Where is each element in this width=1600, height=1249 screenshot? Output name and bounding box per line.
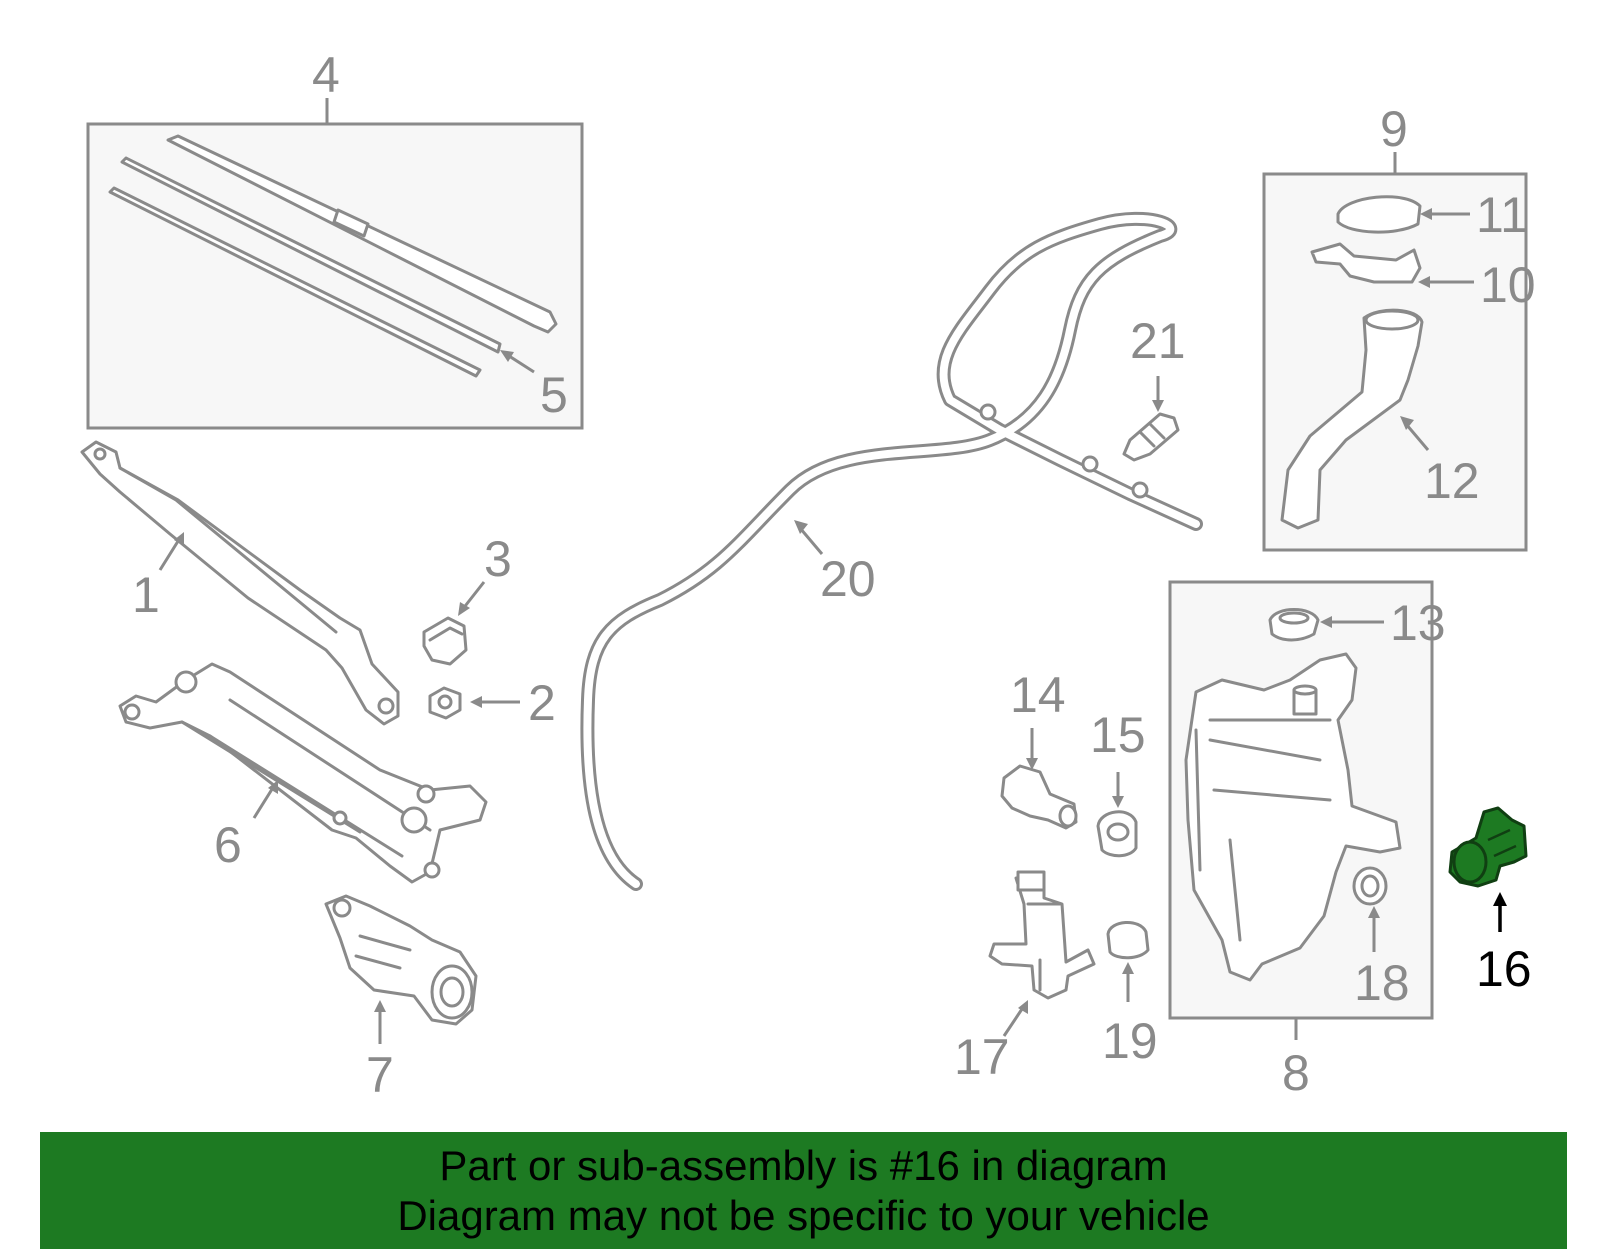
hose-grommet-group: 19 bbox=[1102, 921, 1158, 1069]
banner-part-note: Part or sub-assembly is #16 in diagram bbox=[439, 1142, 1168, 1189]
washer-pump[interactable] bbox=[988, 874, 1096, 1000]
washer-pump-group: 17 bbox=[954, 870, 1096, 1085]
washer-reservoir[interactable] bbox=[1184, 652, 1402, 982]
wiper-motor-group: 7 bbox=[324, 894, 478, 1103]
callout-21: 21 bbox=[1130, 313, 1186, 369]
callout-6: 6 bbox=[214, 817, 242, 873]
filler-neck-bracket[interactable] bbox=[1310, 242, 1422, 284]
callout-16: 16 bbox=[1476, 941, 1532, 997]
wiper-washer-parts-diagram: 4 5 1 3 2 6 bbox=[80, 47, 1536, 1103]
washer-grommet-group: 15 bbox=[1090, 707, 1146, 858]
wiper-blade-refill[interactable] bbox=[120, 156, 502, 354]
callout-8: 8 bbox=[1282, 1045, 1310, 1101]
wiper-linkage-group: 6 bbox=[118, 662, 488, 884]
washer-reservoir-group: 8 13 18 bbox=[1168, 580, 1446, 1101]
callout-20: 20 bbox=[820, 551, 876, 607]
washer-tank-cap[interactable] bbox=[1336, 195, 1422, 234]
washer-hose-group: 20 bbox=[580, 211, 1203, 891]
callout-12: 12 bbox=[1424, 453, 1480, 509]
hose-clip[interactable] bbox=[1122, 412, 1180, 462]
banner-disclaimer: Diagram may not be specific to your vehi… bbox=[397, 1192, 1210, 1239]
wiper-blade-kit-group: 4 5 bbox=[86, 47, 584, 430]
callout-17: 17 bbox=[954, 1029, 1010, 1085]
hose-grommet[interactable] bbox=[1106, 921, 1150, 960]
callout-11: 11 bbox=[1476, 187, 1528, 243]
callout-19: 19 bbox=[1102, 1013, 1158, 1069]
callout-7: 7 bbox=[366, 1047, 394, 1103]
washer-hose[interactable] bbox=[580, 211, 1203, 891]
callout-14: 14 bbox=[1010, 667, 1066, 723]
callout-2: 2 bbox=[528, 675, 556, 731]
callout-4: 4 bbox=[312, 47, 340, 103]
callout-13: 13 bbox=[1390, 595, 1446, 651]
callout-3: 3 bbox=[484, 531, 512, 587]
arm-cap-and-nut-group: 3 2 bbox=[422, 531, 556, 731]
info-banner: Part or sub-assembly is #16 in diagram D… bbox=[40, 1132, 1567, 1249]
wiper-arm-group: 1 bbox=[80, 440, 400, 726]
callout-9: 9 bbox=[1380, 101, 1408, 157]
hose-clip-group: 21 bbox=[1122, 313, 1186, 462]
callout-10: 10 bbox=[1480, 257, 1536, 313]
filler-neck-kit-group: 9 11 10 12 bbox=[1262, 101, 1536, 552]
callout-1: 1 bbox=[132, 567, 160, 623]
wiper-blade-kit-box bbox=[86, 122, 584, 430]
callout-15: 15 bbox=[1090, 707, 1146, 763]
washer-nozzle-group: 14 bbox=[1000, 667, 1078, 830]
highlighted-part-16-group: 16 bbox=[1448, 806, 1532, 997]
callout-5: 5 bbox=[540, 367, 568, 423]
callout-18: 18 bbox=[1354, 955, 1410, 1011]
